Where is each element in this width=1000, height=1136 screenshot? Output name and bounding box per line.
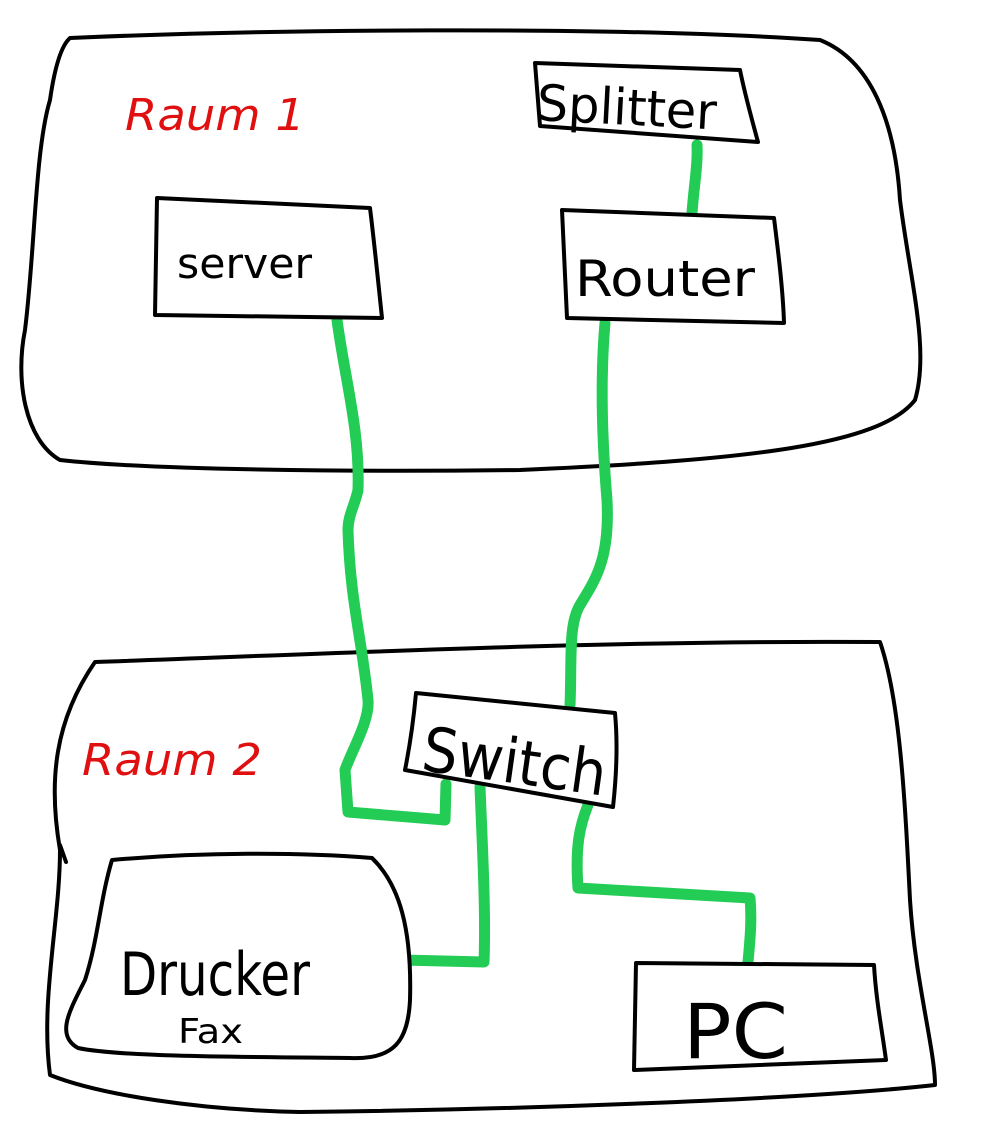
fax-label: Fax [178, 1012, 243, 1052]
drucker-label: Drucker [120, 940, 310, 1010]
splitter-box [533, 61, 760, 144]
splitter-label: Splitter [535, 74, 718, 141]
room-2-label: Raum 2 [82, 735, 262, 786]
cable-router-switch [564, 317, 613, 711]
cable-splitter-router [686, 139, 703, 219]
server-label: server [177, 239, 313, 288]
pc-label: PC [683, 987, 788, 1076]
cable-switch-pc [571, 799, 757, 968]
room-2-outline-tick [58, 843, 68, 864]
room-2-outline [45, 639, 937, 1114]
cable-switch-drucker [396, 781, 491, 968]
router-label: Router [575, 250, 755, 308]
room-1-outline [19, 28, 923, 473]
cable-server-switch [331, 314, 452, 826]
switch-box [403, 691, 619, 809]
server-box [153, 196, 384, 320]
pc-box [632, 961, 888, 1072]
room-1-label: Raum 1 [125, 90, 305, 141]
router-box [560, 208, 786, 325]
drucker-box [64, 851, 413, 1061]
